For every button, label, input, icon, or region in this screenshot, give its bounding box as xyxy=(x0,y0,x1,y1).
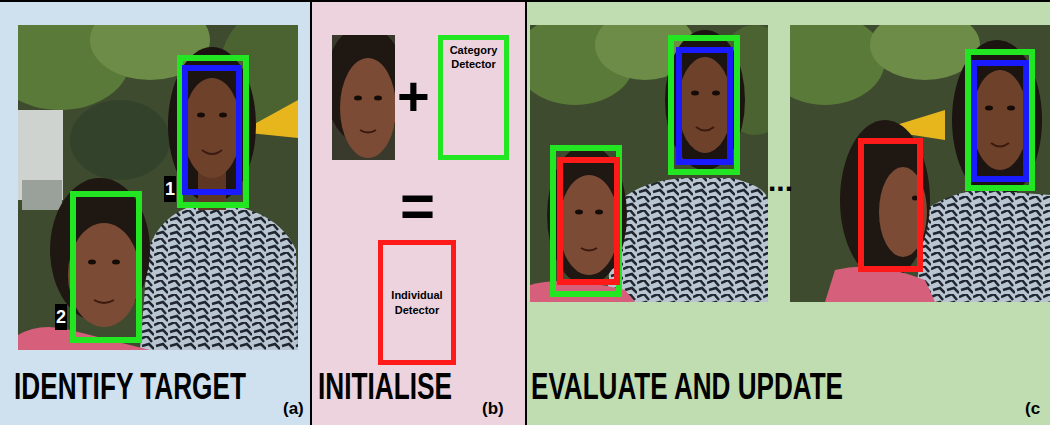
detector-label: Individual Detector xyxy=(385,288,449,317)
callout-number: 1 xyxy=(164,176,176,202)
evaluate-photos xyxy=(525,0,1050,425)
panel-letter: (a) xyxy=(283,400,304,417)
frame-line xyxy=(525,0,527,425)
ellipsis: ... xyxy=(768,166,793,196)
frame-line xyxy=(310,0,525,2)
face-boxes xyxy=(861,52,1032,269)
identify-photo xyxy=(0,0,310,425)
stage-title: IDENTIFY TARGET xyxy=(14,369,246,405)
photo-scene xyxy=(18,25,298,350)
face-boxes xyxy=(553,38,737,294)
individual-detector-box: Individual Detector xyxy=(378,240,456,365)
photo-scene xyxy=(790,25,1050,302)
face-thumbnail xyxy=(332,35,395,160)
category-detector-box: Category Detector xyxy=(438,35,509,160)
panel-letter: (b) xyxy=(482,400,504,417)
face-boxes xyxy=(73,58,246,340)
evaluate-panel: EVALUATE AND UPDATE (c... xyxy=(525,0,1050,425)
stage-title: INITIALISE xyxy=(318,369,452,405)
frame-line xyxy=(0,0,310,2)
equals-sign: = xyxy=(400,176,435,236)
panel-letter: (c xyxy=(1025,400,1040,417)
frame-line xyxy=(525,0,1050,2)
initialise-panel: INITIALISE (b) Category DetectorIndividual… xyxy=(310,0,525,425)
photo-scene xyxy=(530,25,768,302)
frame-line xyxy=(310,0,312,425)
stage-title: EVALUATE AND UPDATE xyxy=(531,369,843,405)
detector-label: Category Detector xyxy=(445,43,502,72)
callout-number: 2 xyxy=(55,304,67,330)
identify-panel: IDENTIFY TARGET (a) 1 2 xyxy=(0,0,310,425)
plus-sign: + xyxy=(397,68,430,124)
